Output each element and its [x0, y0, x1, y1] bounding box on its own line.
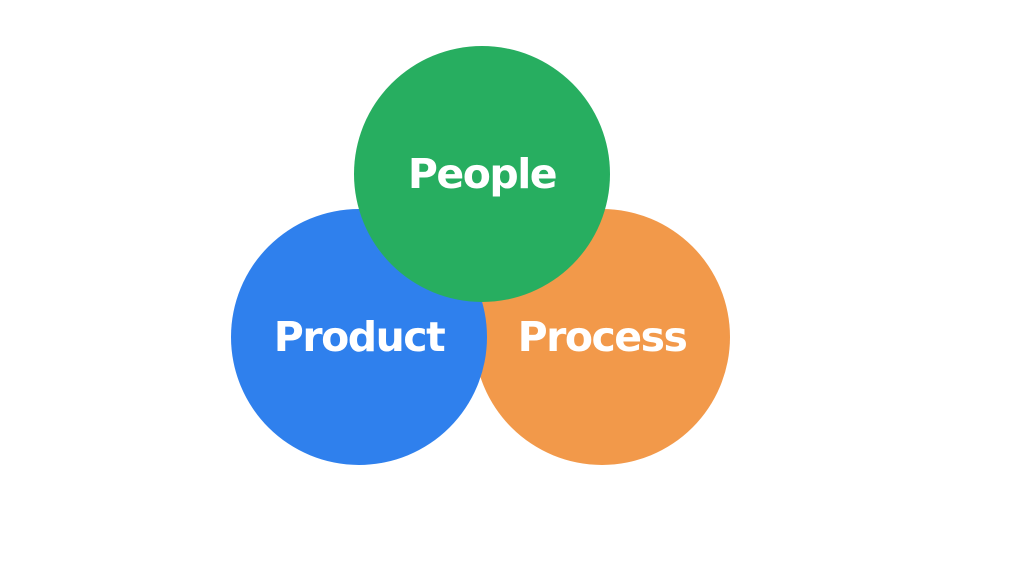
product-label: Product — [273, 313, 446, 361]
people-label: People — [407, 150, 558, 198]
process-label: Process — [517, 313, 688, 361]
people-circle: People — [354, 46, 610, 302]
process-circle: Process — [474, 209, 730, 465]
